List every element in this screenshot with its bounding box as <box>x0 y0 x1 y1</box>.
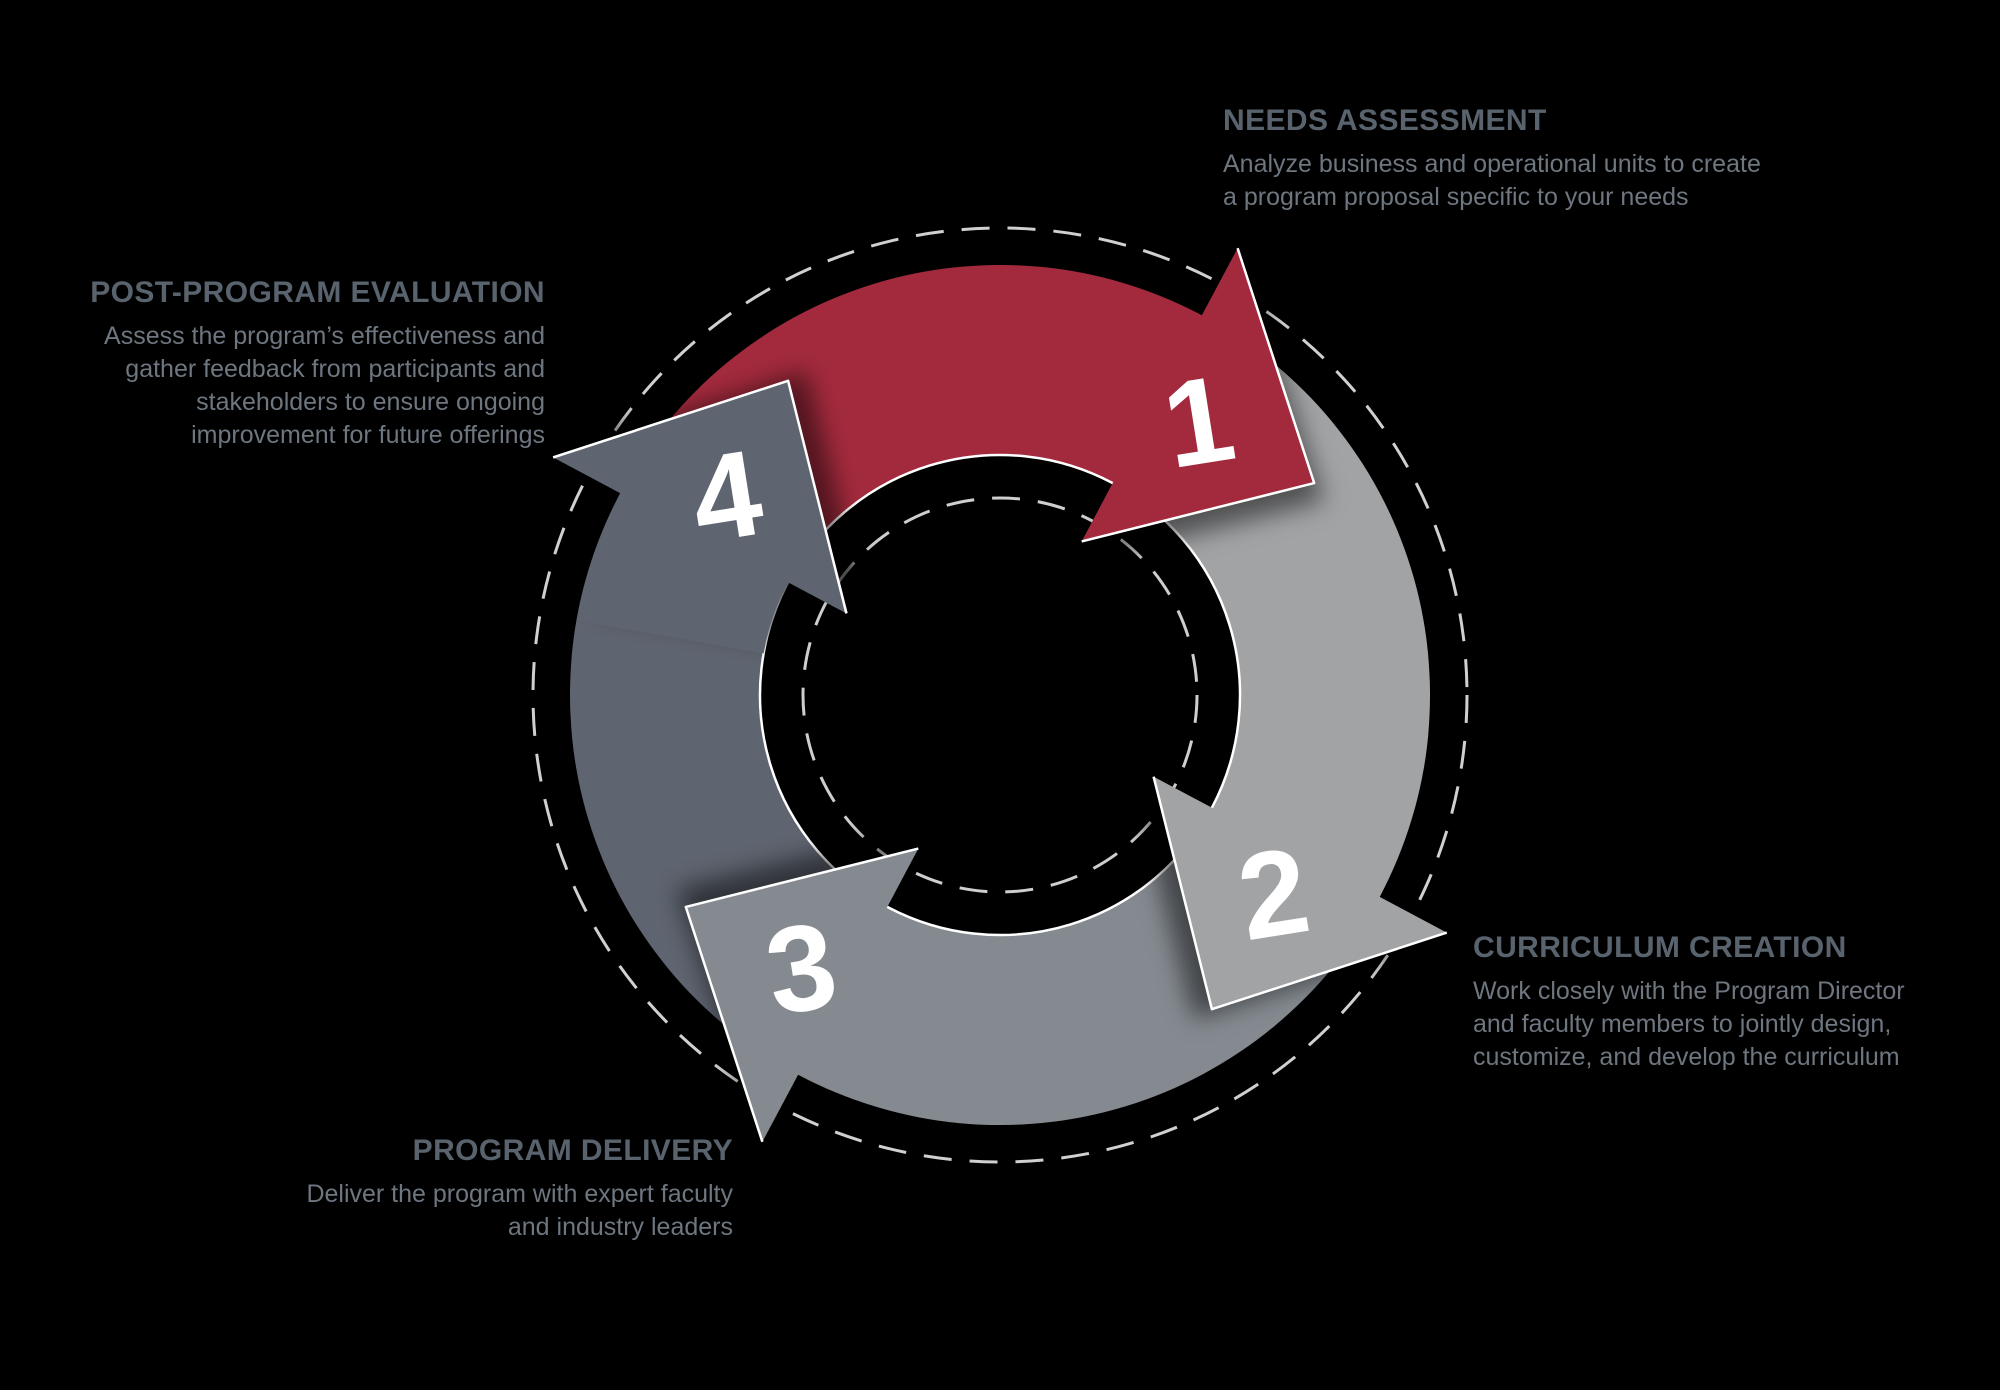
step-3-title: PROGRAM DELIVERY <box>412 1134 733 1167</box>
step-3-description-line: and industry leaders <box>507 1213 733 1241</box>
inner-dashed-circle <box>801 496 1199 894</box>
arrow-step-4-head-overlay-edge <box>552 379 848 614</box>
step-2-label: CURRICULUM CREATION Work closely with th… <box>1473 931 1993 1074</box>
outer-dashed-circle <box>531 226 1469 1164</box>
step-1-title: NEEDS ASSESSMENT <box>1223 104 1547 137</box>
step-1-description-line: Analyze business and operational units t… <box>1223 150 1761 178</box>
step-4-title: POST-PROGRAM EVALUATION <box>90 276 545 309</box>
step-2-description-line: and faculty members to jointly design, <box>1473 1010 1892 1038</box>
arrow-step-2-head-edge <box>1152 776 1448 1011</box>
step-1-label: NEEDS ASSESSMENT Analyze business and op… <box>1223 104 1803 214</box>
arrow-step-3-head-edge <box>684 847 919 1143</box>
step-4-label: POST-PROGRAM EVALUATION Assess the progr… <box>0 276 545 452</box>
step-4-description-line: stakeholders to ensure ongoing <box>196 388 545 416</box>
step-1-description-line: a program proposal specific to your need… <box>1223 183 1689 211</box>
arrow-step-1-head-edge <box>1081 247 1316 543</box>
step-2-title: CURRICULUM CREATION <box>1473 931 1847 964</box>
step-3-description-line: Deliver the program with expert faculty <box>306 1180 733 1208</box>
step-3-label: PROGRAM DELIVERY Deliver the program wit… <box>173 1134 733 1244</box>
arrow-step-4-head-overlay <box>553 380 847 654</box>
step-2-description-line: customize, and develop the curriculum <box>1473 1043 1900 1071</box>
step-4-description-line: improvement for future offerings <box>191 421 545 449</box>
step-4-description-line: gather feedback from participants and <box>125 355 545 383</box>
step-4-description-line: Assess the program’s effectiveness and <box>104 322 545 350</box>
step-2-description-line: Work closely with the Program Director <box>1473 977 1905 1005</box>
